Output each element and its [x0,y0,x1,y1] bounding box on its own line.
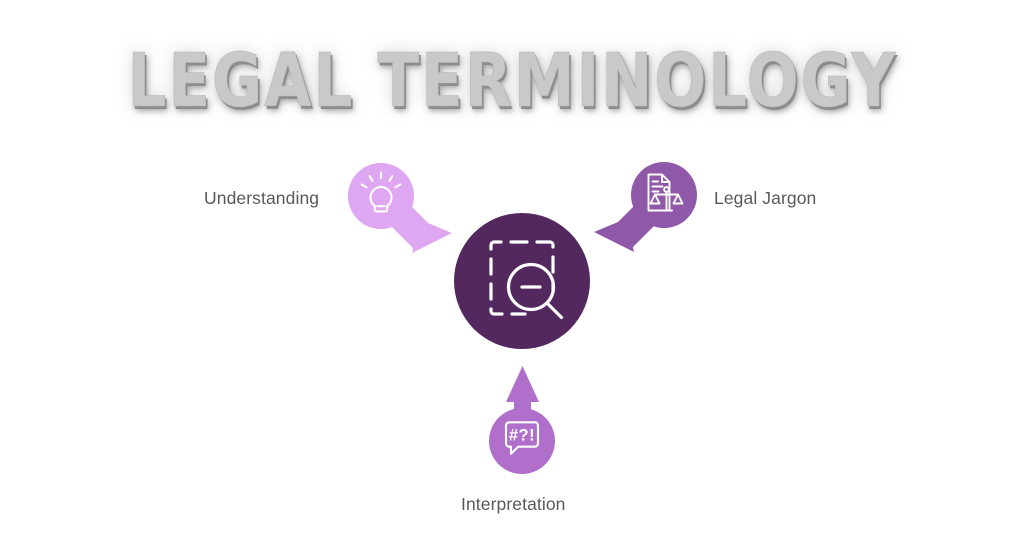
node-legal-jargon[interactable] [631,162,697,228]
node-interpretation[interactable]: #?! [489,408,555,474]
center-node[interactable] [454,213,590,349]
magnifier-zoom-out-icon [489,240,564,320]
node-label-legal-jargon: Legal Jargon [714,188,817,208]
node-label-interpretation: Interpretation [461,494,566,514]
svg-text:#?!: #?! [509,427,535,445]
node-understanding[interactable] [348,163,414,229]
document-scales-icon [647,173,684,212]
node-label-understanding: Understanding [204,188,320,208]
lightbulb-icon [360,171,402,213]
speech-bubble-symbols-icon: #?! [504,421,540,455]
